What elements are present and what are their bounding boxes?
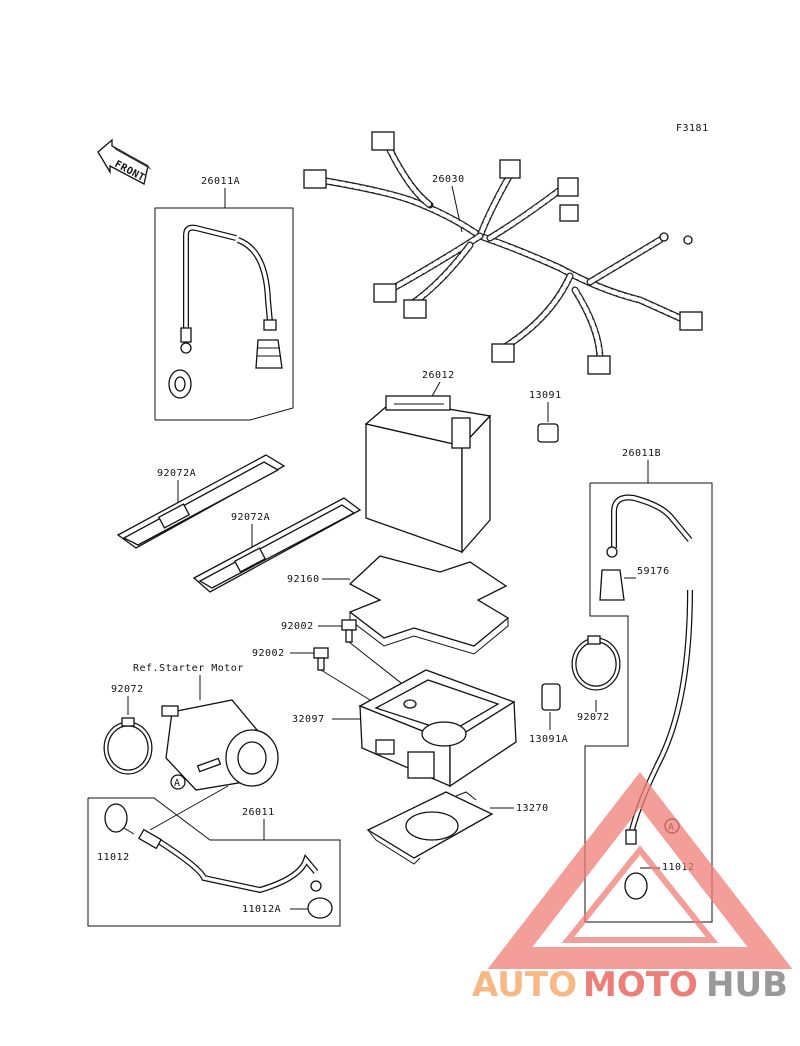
part-label-26030: 26030 — [432, 174, 465, 185]
part-label-11012a: 11012A — [242, 904, 281, 915]
automotohub-watermark: AUTO MOTO HUB — [472, 772, 793, 1005]
clamp-92072-right: 92072 — [571, 635, 621, 723]
wiring-harness-26030: 26030 — [303, 131, 703, 375]
part-label-92072-left: 92072 — [111, 684, 144, 695]
part-label-26011: 26011 — [242, 807, 275, 818]
watermark-auto: AUTO — [472, 965, 577, 1005]
part-13091a-group: 13091A — [529, 683, 568, 745]
clamp-92072-left: 92072 — [103, 684, 153, 775]
part-label-92072-right: 92072 — [577, 712, 610, 723]
part-label-92072a-1: 92072A — [157, 468, 196, 479]
pad-92160-group: 92160 — [287, 555, 510, 655]
callout-a-left: A — [174, 778, 181, 789]
part-label-92160: 92160 — [287, 574, 320, 585]
watermark-moto: MOTO — [583, 965, 698, 1005]
part-label-59176: 59176 — [637, 566, 670, 577]
figure-code: F3181 — [676, 123, 709, 134]
ref-starter-motor-note: Ref.Starter Motor — [133, 663, 244, 674]
part-label-13091a: 13091A — [529, 734, 568, 745]
part-label-13091: 13091 — [529, 390, 562, 401]
watermark-hub: HUB — [706, 965, 788, 1005]
front-arrow-icon: FRONT — [97, 138, 152, 185]
part-label-26011b: 26011B — [622, 448, 661, 459]
bolts-92002-group: 92002 92002 — [252, 619, 411, 701]
plate-13270-group: 13270 — [366, 791, 549, 865]
part-label-11012-right: 11012 — [662, 862, 695, 873]
battery-26012: 26012 — [364, 370, 492, 554]
part-label-26012: 26012 — [422, 370, 455, 381]
starter-motor-ref: Ref.Starter Motor A — [133, 663, 279, 791]
part-label-92002-1: 92002 — [281, 621, 314, 632]
part-label-92072a-2: 92072A — [231, 512, 270, 523]
part-label-92002-2: 92002 — [252, 648, 285, 659]
cable-26011a-group: 26011A — [154, 176, 294, 421]
part-label-32097: 32097 — [292, 714, 325, 725]
part-13091-group: 13091 — [529, 390, 562, 443]
cable-26011-group: 26011 11012 11012A — [87, 785, 341, 927]
strap-92072a-group: 92072A 92072A — [116, 454, 362, 593]
battery-case-32097: 32097 — [292, 669, 517, 788]
part-label-11012-left: 11012 — [97, 852, 130, 863]
part-label-26011a: 26011A — [201, 176, 240, 187]
part-label-13270: 13270 — [516, 803, 549, 814]
